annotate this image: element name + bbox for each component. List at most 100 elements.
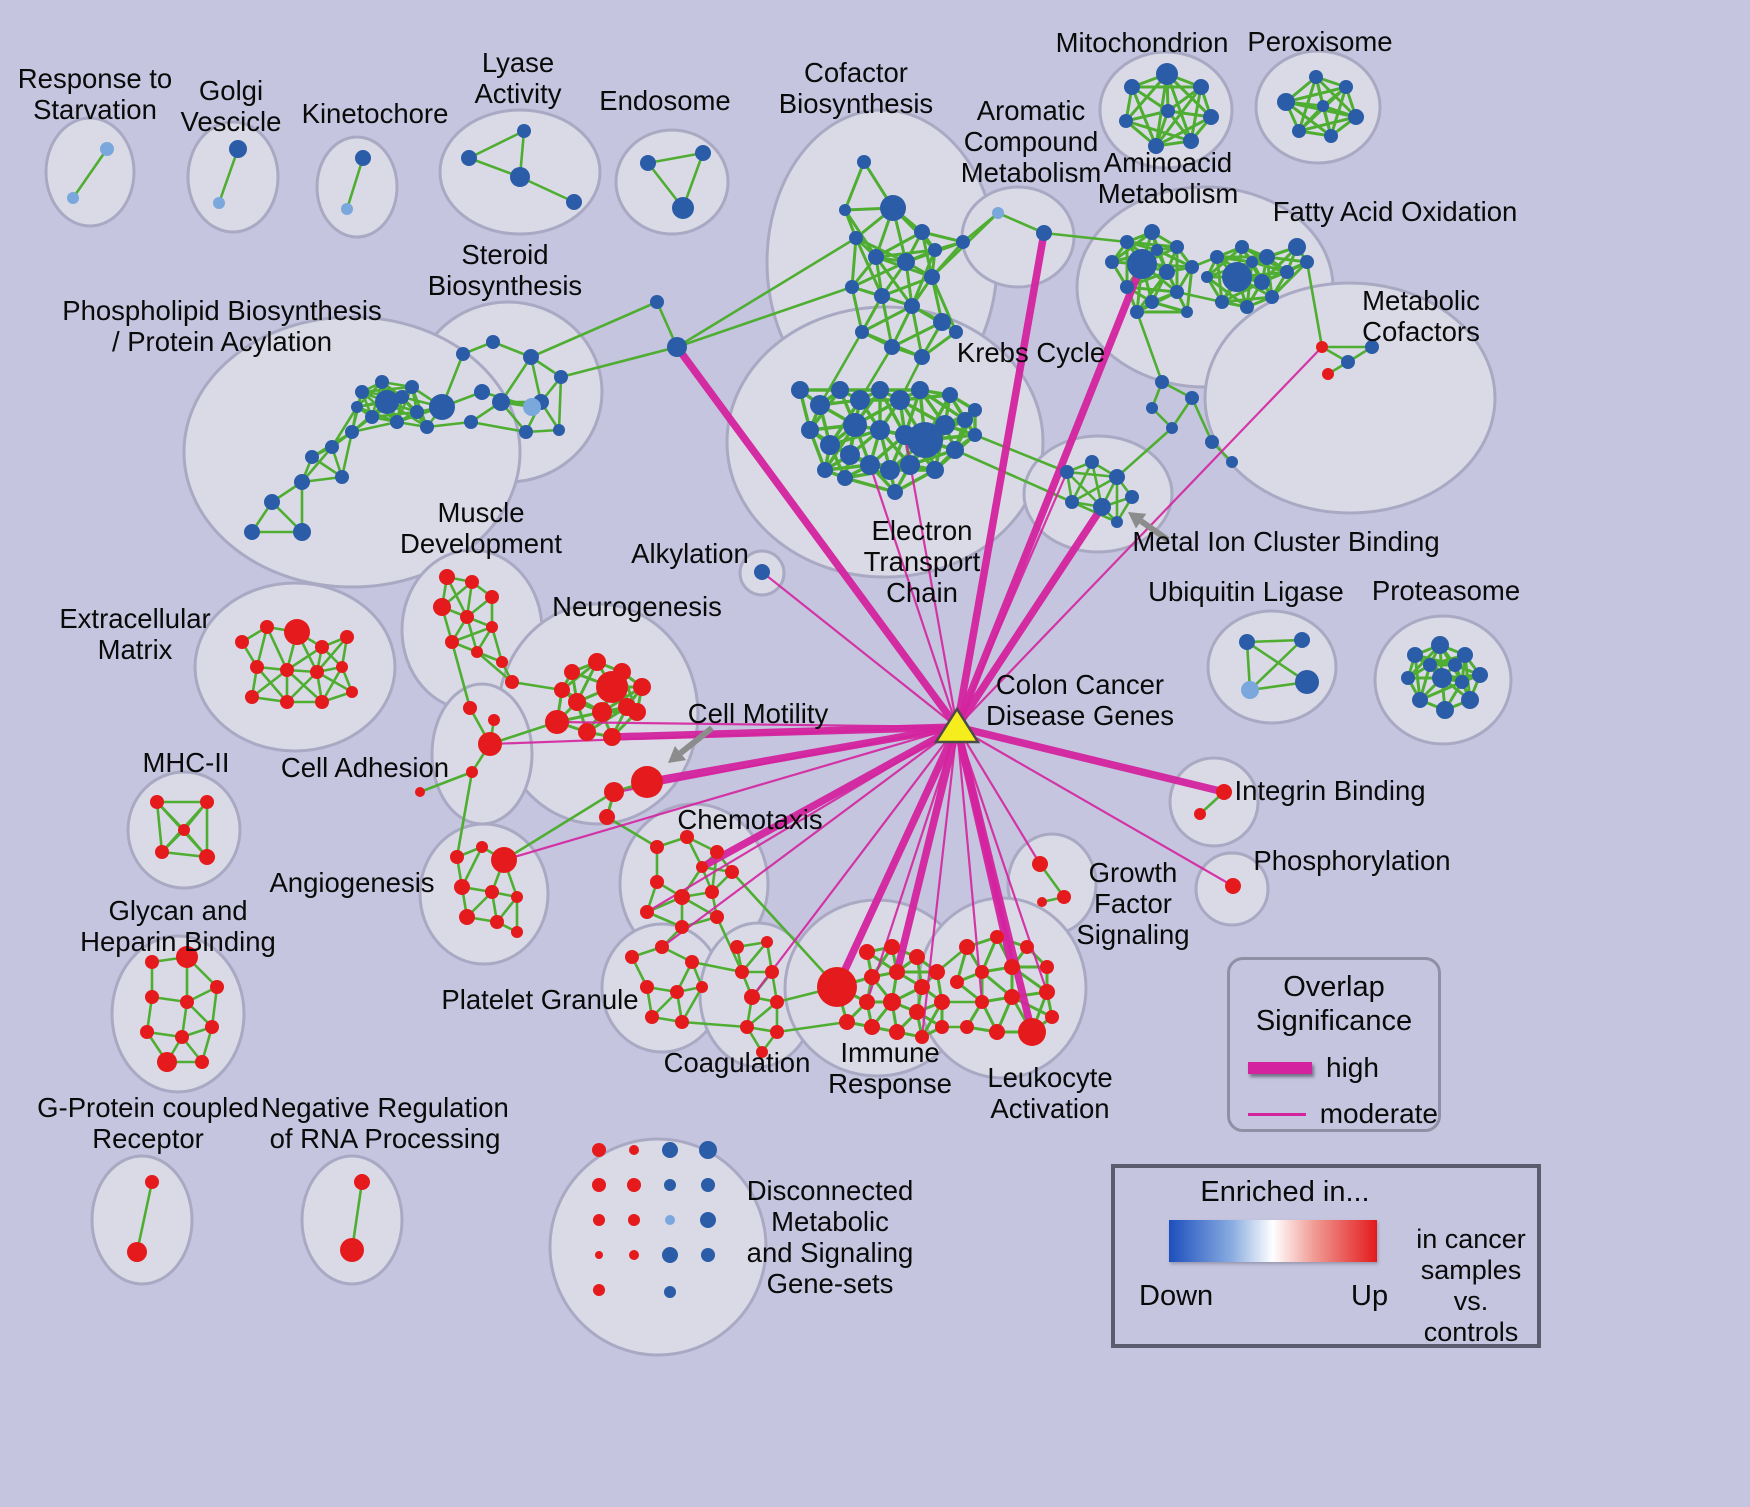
metal-ion-callout-arrow	[1139, 518, 1170, 543]
gene-set-node	[1119, 114, 1133, 128]
gene-set-node	[1472, 667, 1488, 683]
gene-set-node	[1455, 675, 1469, 689]
gene-set-node	[595, 1251, 603, 1259]
gene-set-node	[770, 1025, 784, 1039]
gene-set-node	[340, 1238, 364, 1262]
gene-set-node	[517, 124, 531, 138]
gene-set-node	[390, 415, 404, 429]
gene-set-node	[831, 381, 849, 399]
label-peroxisome: Peroxisome	[1247, 26, 1392, 57]
gene-set-node	[1194, 808, 1206, 820]
gene-set-node	[505, 675, 519, 689]
gene-overlap-edge	[1297, 76, 1318, 132]
gene-set-node	[975, 995, 989, 1009]
cluster-boundary-aromatic-compound-metabolism	[960, 185, 1076, 289]
gene-set-node	[1124, 79, 1140, 95]
gene-set-node	[680, 830, 694, 844]
gene-overlap-edge	[316, 636, 348, 673]
legend-overlap-title: Overlap Significance	[1255, 971, 1413, 1037]
legend-enriched-title: Enriched in...	[1200, 1176, 1370, 1208]
gene-set-node	[1032, 856, 1048, 872]
gene-set-node	[839, 204, 851, 216]
gene-set-node	[1120, 235, 1134, 249]
gene-set-node	[662, 1142, 678, 1158]
gene-set-node	[315, 640, 329, 654]
gene-set-node	[1339, 80, 1353, 94]
gene-set-node	[510, 167, 530, 187]
gene-set-node	[471, 646, 483, 658]
gene-set-node	[375, 390, 399, 414]
gene-set-node	[957, 412, 973, 428]
gene-overlap-edge	[351, 420, 398, 434]
gene-set-node	[1240, 300, 1254, 314]
gene-set-node	[593, 1284, 605, 1296]
gene-set-node	[439, 569, 455, 585]
label-mitochondrion: Mitochondrion	[1056, 27, 1229, 58]
gene-set-node	[294, 474, 310, 490]
colon-cancer-disease-genes-hub	[933, 706, 981, 744]
legend-overlap-significance: Overlap Significance high moderate	[1227, 957, 1441, 1132]
label-phosphorylation: Phosphorylation	[1253, 845, 1450, 876]
gene-set-node	[1125, 490, 1139, 504]
gene-set-node	[545, 710, 569, 734]
gene-overlap-edge	[962, 211, 999, 244]
moderate-significance-swatch	[1248, 1112, 1306, 1116]
gene-set-node	[1039, 984, 1055, 1000]
gene-set-node	[155, 845, 169, 859]
gene-set-node	[874, 288, 890, 304]
overlap-high-edge	[953, 232, 1048, 728]
gene-set-node	[884, 339, 900, 355]
gene-set-node	[1155, 375, 1169, 389]
cluster-boundary-extracellular-matrix	[193, 581, 397, 753]
overlap-high-edge	[893, 726, 961, 973]
gene-set-node	[1193, 79, 1209, 95]
gene-set-node	[864, 1019, 880, 1035]
gene-set-node	[200, 795, 214, 809]
gene-overlap-edge	[776, 1020, 848, 1034]
gene-set-node	[478, 732, 502, 756]
gene-set-node	[820, 435, 840, 455]
gene-set-node	[640, 155, 656, 171]
gene-set-node	[914, 979, 930, 995]
high-significance-row: high	[1248, 1052, 1438, 1084]
gene-overlap-edge	[1125, 119, 1192, 143]
gene-set-node	[1093, 498, 1111, 516]
gene-set-node	[645, 1010, 659, 1024]
gene-set-node	[523, 349, 539, 365]
gene-set-node	[553, 424, 565, 436]
gene-overlap-edge	[606, 815, 658, 849]
gene-set-node	[730, 940, 744, 954]
gene-overlap-edge	[1071, 475, 1118, 504]
gene-set-node	[180, 995, 194, 1009]
gene-set-node	[1148, 138, 1164, 154]
label-coagulation: Coagulation	[664, 1047, 811, 1078]
gene-set-node	[1120, 280, 1134, 294]
gene-overlap-edge	[361, 385, 413, 394]
gene-set-node	[593, 1214, 605, 1226]
gene-set-node	[926, 461, 944, 479]
gene-set-node	[456, 347, 470, 361]
gene-set-node	[1294, 632, 1310, 648]
gene-overlap-edge	[850, 237, 858, 288]
cluster-boundary-phospholipid-biosynthesis	[182, 315, 522, 589]
gene-set-node	[415, 787, 425, 797]
gene-set-node	[245, 690, 259, 704]
gene-set-node	[946, 441, 964, 459]
gene-set-node	[956, 235, 970, 249]
gene-overlap-edge	[468, 129, 525, 160]
label-alkylation: Alkylation	[631, 538, 749, 569]
overlap-high-edge	[833, 725, 961, 989]
gene-overlap-edge	[647, 151, 704, 165]
gene-set-node	[1201, 271, 1213, 283]
gene-set-node	[791, 381, 809, 399]
gene-set-node	[810, 395, 830, 415]
gene-set-node	[454, 879, 470, 895]
gene-set-node	[461, 150, 477, 166]
gene-set-node	[629, 1145, 639, 1155]
cluster-ellipses	[44, 49, 1513, 1357]
